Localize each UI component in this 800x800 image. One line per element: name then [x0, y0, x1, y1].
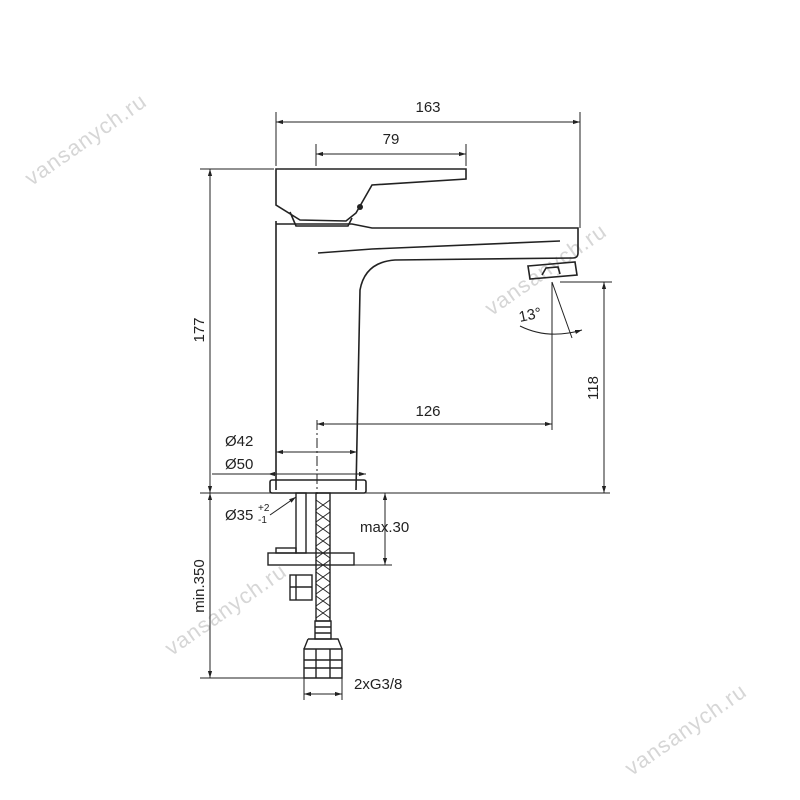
- dim-angle: 13°: [517, 305, 543, 326]
- dim-dia-35-tol-plus: +2: [258, 503, 270, 514]
- dim-min-350: min.350: [191, 559, 208, 612]
- threaded-stud: [295, 492, 307, 554]
- fixing-assembly: [267, 492, 355, 679]
- dim-79: 79: [383, 131, 400, 148]
- dim-dia-42: Ø42: [225, 433, 253, 450]
- dim-dia-35: Ø35: [225, 507, 253, 524]
- dim-163: 163: [415, 99, 440, 116]
- fixing-plate: [267, 552, 355, 566]
- aerator: [527, 261, 578, 280]
- dim-dia-50: Ø50: [225, 456, 253, 473]
- hose-nut: [303, 648, 343, 679]
- dimension-lines: [200, 112, 612, 700]
- spout-body: [275, 221, 579, 491]
- dim-connection: 2xG3/8: [354, 676, 402, 693]
- dim-max-30: max.30: [360, 519, 409, 536]
- handle-screw: [357, 204, 363, 210]
- dim-dia-35-tol-minus: -1: [258, 515, 267, 526]
- dim-177: 177: [191, 317, 208, 342]
- dim-126: 126: [415, 403, 440, 420]
- base-plate: [269, 479, 367, 494]
- dim-118: 118: [585, 376, 602, 400]
- lever-handle: [275, 168, 467, 222]
